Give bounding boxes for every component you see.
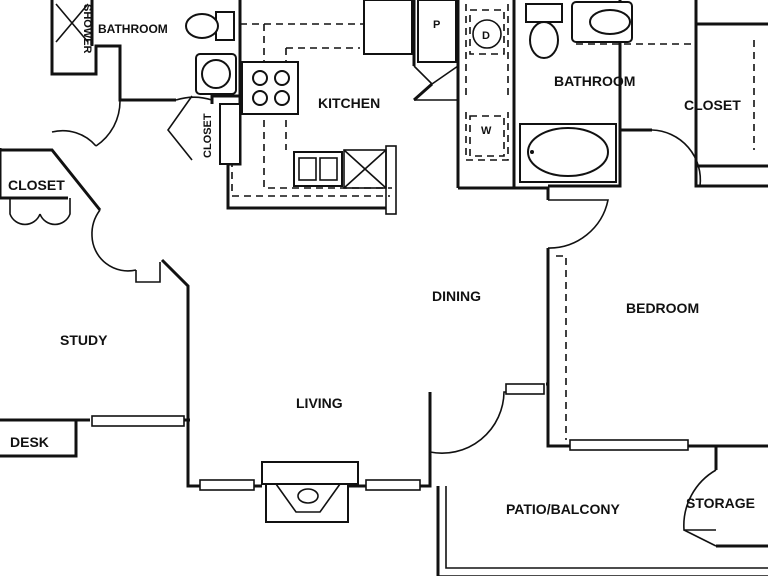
label-storage: STORAGE: [686, 495, 755, 511]
refrigerator: [363, 0, 413, 55]
toilet-bowl-right: [529, 21, 559, 59]
label-closet-right: CLOSET: [684, 97, 741, 113]
label-living: LIVING: [296, 395, 343, 411]
label-closet-upper-left: CLOSET: [8, 177, 65, 193]
door-study: [91, 209, 101, 237]
stove: [241, 61, 299, 115]
label-dryer: D: [482, 30, 490, 42]
washer: [469, 115, 505, 157]
toilet-bowl-left: [185, 13, 219, 39]
door-pantry: [413, 65, 459, 86]
door-patio: [429, 391, 506, 454]
burner-4: [274, 90, 290, 106]
window-bedroom: [569, 439, 689, 451]
label-dining: DINING: [432, 288, 481, 304]
door-bedroom: [547, 199, 609, 249]
label-bedroom: BEDROOM: [626, 300, 699, 316]
door-closet-upper: [9, 198, 41, 226]
window-dining: [505, 383, 545, 395]
label-patio: PATIO/BALCONY: [506, 501, 620, 517]
pantry-shelf: [417, 0, 457, 63]
burner-1: [252, 70, 268, 86]
toilet-tank-right: [525, 3, 563, 23]
burner-3: [252, 90, 268, 106]
fixtures: [55, 0, 633, 523]
burner-2: [274, 70, 290, 86]
label-shower: SHOWER: [81, 4, 93, 54]
dishwasher: [343, 149, 387, 189]
label-bathroom-right: BATHROOM: [554, 73, 635, 89]
label-pantry: P: [433, 19, 440, 31]
shower-x: [55, 3, 89, 43]
door-closet-right: [651, 129, 702, 187]
window-kitchen: [385, 145, 397, 215]
label-closet-small: CLOSET: [202, 113, 214, 158]
doors: [9, 65, 717, 547]
window-living-left: [199, 479, 255, 491]
door-storage: [683, 469, 717, 531]
window-living-right: [365, 479, 421, 491]
dryer: [469, 9, 505, 55]
label-study: STUDY: [60, 332, 108, 348]
room-labels: BATHROOM SHOWER CLOSET CLOSET KITCHEN P …: [8, 4, 755, 517]
kitchen-sink: [293, 151, 343, 187]
label-washer: W: [481, 125, 492, 137]
label-desk: DESK: [10, 434, 49, 450]
cabinetry: [0, 4, 755, 440]
label-bathroom-left: BATHROOM: [98, 22, 168, 36]
door-closet-small: [166, 95, 193, 161]
label-kitchen: KITCHEN: [318, 95, 380, 111]
closet-small-shelf: [219, 103, 241, 165]
windows: [91, 145, 689, 491]
window-study: [91, 415, 185, 427]
door-bathroom-left: [175, 96, 213, 101]
fireplace-hearth: [261, 461, 359, 485]
